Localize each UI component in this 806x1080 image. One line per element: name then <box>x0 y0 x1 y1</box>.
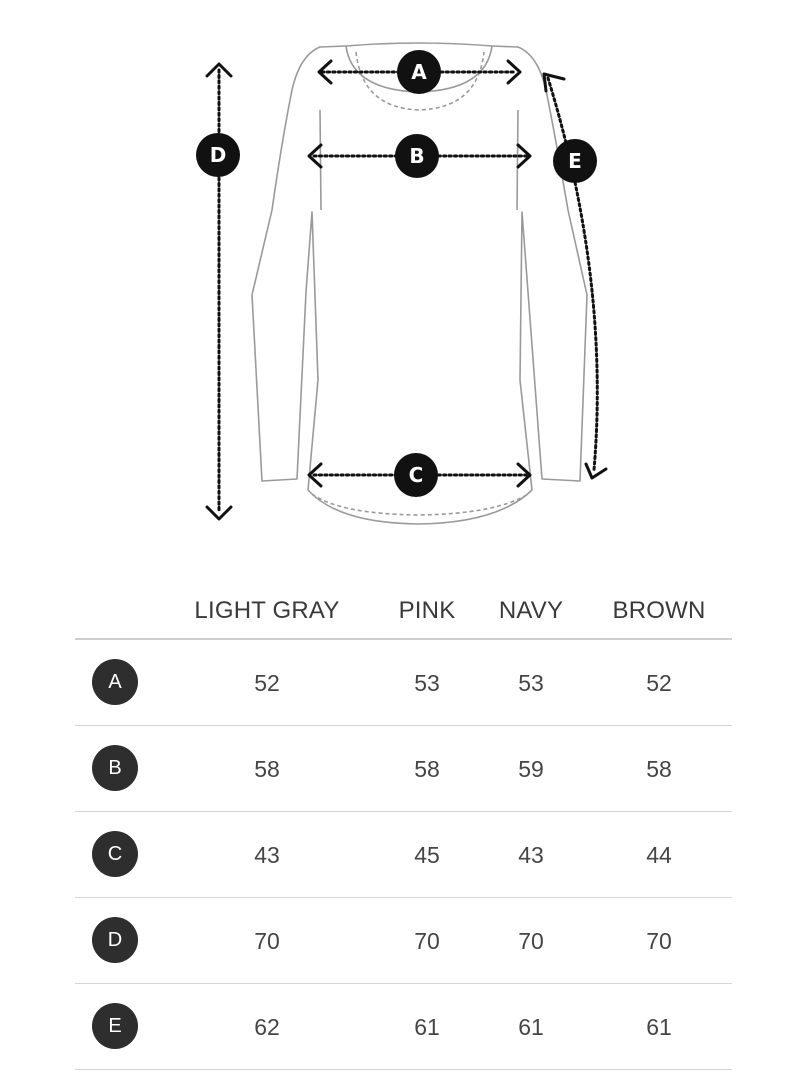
table-cell: 70 <box>414 928 440 954</box>
table-header: LIGHT GRAY PINK NAVY BROWN <box>75 580 732 640</box>
row-badge-a: A <box>92 659 138 705</box>
row-badge-e: E <box>92 1003 138 1049</box>
table-cell: 52 <box>254 670 280 696</box>
table-cell: 45 <box>414 842 440 868</box>
arrow-heads <box>205 59 608 521</box>
table-row: E 62 61 61 61 <box>75 984 732 1070</box>
row-badge-d: D <box>92 917 138 963</box>
column-header-pink: PINK <box>398 597 456 624</box>
marker-d: D <box>196 133 240 177</box>
table-cell: 58 <box>254 756 280 782</box>
marker-c: C <box>394 453 438 497</box>
table-cell: 44 <box>646 842 672 868</box>
table-row: A 52 53 53 52 <box>75 640 732 726</box>
table-cell: 59 <box>518 756 544 782</box>
row-badge-b: B <box>92 745 138 791</box>
table-cell: 70 <box>518 928 544 954</box>
table-cell: 53 <box>414 670 440 696</box>
marker-b-label: B <box>409 144 424 168</box>
table-cell: 70 <box>254 928 280 954</box>
table-cell: 53 <box>518 670 544 696</box>
marker-e: E <box>553 139 597 183</box>
table-row: D 70 70 70 70 <box>75 898 732 984</box>
size-table: LIGHT GRAY PINK NAVY BROWN A 52 53 53 52… <box>75 580 732 1070</box>
row-badge-c: C <box>92 831 138 877</box>
table-cell: 52 <box>646 670 672 696</box>
table-cell: 62 <box>254 1014 280 1040</box>
marker-a-label: A <box>411 60 427 84</box>
column-header-light-gray: LIGHT GRAY <box>194 597 340 624</box>
marker-b: B <box>395 134 439 178</box>
table-cell: 61 <box>646 1014 672 1040</box>
table-cell: 61 <box>414 1014 440 1040</box>
marker-c-label: C <box>409 463 424 487</box>
table-cell: 70 <box>646 928 672 954</box>
column-header-navy: NAVY <box>498 597 564 624</box>
column-header-brown: BROWN <box>612 597 706 624</box>
table-row: C 43 45 43 44 <box>75 812 732 898</box>
table-cell: 61 <box>518 1014 544 1040</box>
table-cell: 43 <box>518 842 544 868</box>
table-row: B 58 58 59 58 <box>75 726 732 812</box>
marker-e-label: E <box>568 149 582 173</box>
shirt-outline <box>251 42 588 525</box>
table-cell: 43 <box>254 842 280 868</box>
table-cell: 58 <box>646 756 672 782</box>
long-sleeve-shirt-illustration: A B C D E <box>196 42 608 525</box>
marker-d-label: D <box>210 143 227 167</box>
table-cell: 58 <box>414 756 440 782</box>
marker-a: A <box>397 50 441 94</box>
garment-diagram: A B C D E <box>196 42 608 525</box>
